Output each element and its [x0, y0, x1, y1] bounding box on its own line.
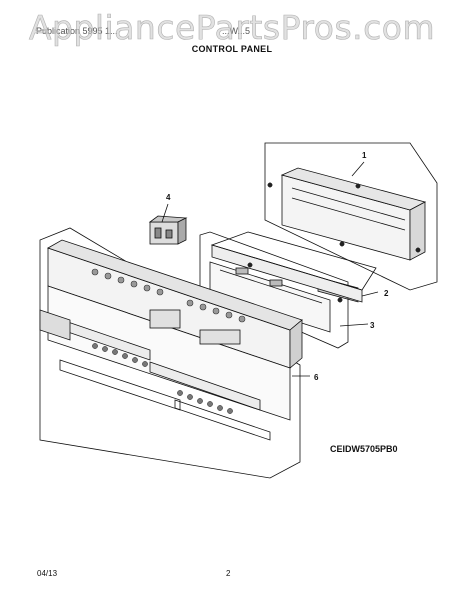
leader-2	[361, 291, 379, 297]
footer-page-number: 2	[226, 569, 231, 578]
model-header: ...W...5	[222, 26, 251, 36]
callout-6: 6	[314, 373, 319, 382]
leader-1	[351, 161, 365, 177]
screws	[247, 182, 421, 303]
diagram-code: CEIDW5705PB0	[330, 444, 398, 454]
publication-header: Publication 5995 1...	[36, 26, 118, 36]
callout-2: 2	[384, 289, 389, 298]
part-6-frame	[39, 227, 301, 479]
part-1-frame	[264, 142, 438, 291]
callout-4: 4	[166, 193, 171, 202]
part-4-switch	[148, 215, 188, 245]
part-6-button-strip-right	[149, 361, 261, 411]
page-title: CONTROL PANEL	[191, 44, 273, 54]
callout-1: 1	[362, 151, 367, 160]
leader-3	[339, 323, 369, 327]
callout-3: 3	[370, 321, 375, 330]
footer-date: 04/13	[37, 569, 58, 578]
leader-4	[161, 203, 169, 223]
watermark: AppliancePartsPros.com	[28, 8, 436, 48]
part-3-panel	[209, 261, 331, 333]
